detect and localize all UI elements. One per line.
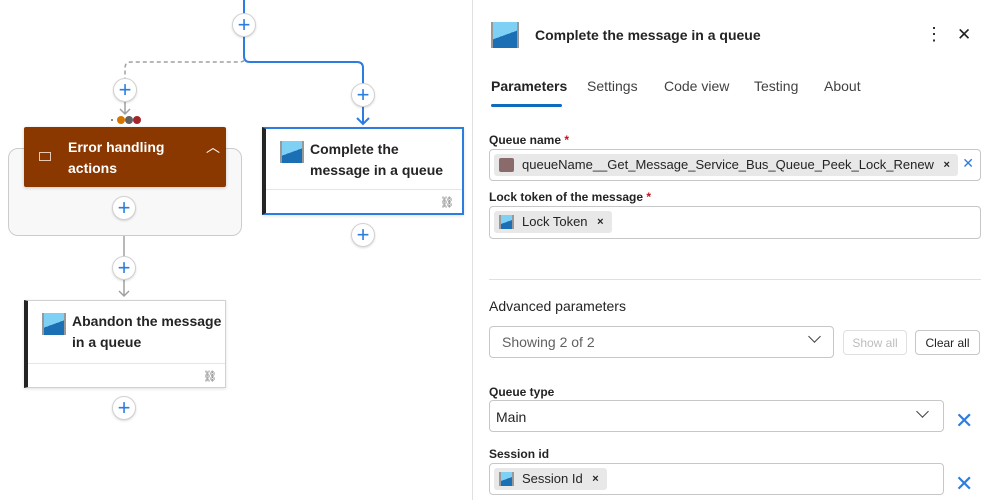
card-title: Complete the message in a queue [310,141,444,178]
tab-parameters[interactable]: Parameters [491,78,568,94]
service-bus-icon [491,22,519,48]
remove-parameter-icon[interactable]: ✕ [955,471,974,496]
add-action-button[interactable]: + [351,223,375,247]
card-title: Abandon the message in a queue [72,313,222,350]
service-bus-icon [42,313,66,335]
more-options-icon[interactable]: ⋮ [925,24,943,44]
dropdown-value: Showing 2 of 2 [502,334,595,350]
clear-field-icon[interactable]: ✕ [962,155,974,171]
add-action-button[interactable]: + [113,78,137,102]
panel-title: Complete the message in a queue [535,27,761,43]
add-action-button[interactable]: + [112,396,136,420]
lock-token-label: Lock token of the message * [489,190,652,204]
action-card-complete[interactable]: Complete the message in a queue ⛓ [262,127,464,215]
add-action-button[interactable]: + [232,13,256,37]
queue-type-label: Queue type [489,385,555,399]
token-text: Lock Token [522,214,588,229]
connection-icon: ⛓ [440,197,454,209]
queue-name-field[interactable]: queueName__Get_Message_Service_Bus_Queue… [489,149,981,181]
collapse-chevron-icon[interactable]: ︿ [206,139,220,155]
service-bus-icon [499,215,514,229]
tab-about[interactable]: About [824,78,861,94]
add-action-button[interactable]: + [112,196,136,220]
queue-name-label: Queue name * [489,133,570,147]
variable-icon [499,158,514,172]
service-bus-icon [499,472,514,486]
run-after-status-dots[interactable] [111,116,143,124]
lock-token-field[interactable]: Lock Token × [489,206,981,239]
active-tab-indicator [491,104,562,107]
add-action-button[interactable]: + [351,83,375,107]
details-panel: Complete the message in a queue ⋮ ✕ Para… [472,0,1000,500]
advanced-parameters-dropdown[interactable]: Showing 2 of 2 [489,326,834,358]
close-icon[interactable]: ✕ [957,25,972,44]
chevron-down-icon [808,330,821,343]
flow-connectors [118,0,370,298]
show-all-button[interactable]: Show all [843,330,907,355]
token-text: Session Id [522,471,583,486]
add-action-button[interactable]: + [112,256,136,280]
token-text: queueName__Get_Message_Service_Bus_Queue… [522,157,934,172]
chevron-down-icon [916,405,929,418]
lock-token-token: Lock Token × [494,211,612,233]
select-value: Main [496,409,527,425]
remove-token-icon[interactable]: × [592,473,599,485]
action-card-abandon[interactable]: Abandon the message in a queue ⛓ [24,300,226,388]
tab-testing[interactable]: Testing [754,78,799,94]
divider [489,279,981,280]
remove-parameter-icon[interactable]: ✕ [955,408,974,433]
session-id-token: Session Id × [494,468,607,490]
tab-settings[interactable]: Settings [587,78,638,94]
scope-title: Error handling actions [68,139,165,176]
queue-type-select[interactable]: Main [489,400,944,432]
session-id-label: Session id [489,447,550,461]
connection-icon: ⛓ [203,371,217,383]
queue-name-token: queueName__Get_Message_Service_Bus_Queue… [494,154,958,176]
session-id-field[interactable]: Session Id × [489,463,944,495]
scope-icon [39,152,51,161]
scope-header[interactable]: Error handling actions ︿ [24,127,226,187]
tab-code-view[interactable]: Code view [664,78,730,94]
advanced-parameters-label: Advanced parameters [489,298,626,314]
service-bus-icon [280,141,304,163]
clear-all-button[interactable]: Clear all [915,330,980,355]
remove-token-icon[interactable]: × [597,216,604,228]
remove-token-icon[interactable]: × [943,159,950,171]
